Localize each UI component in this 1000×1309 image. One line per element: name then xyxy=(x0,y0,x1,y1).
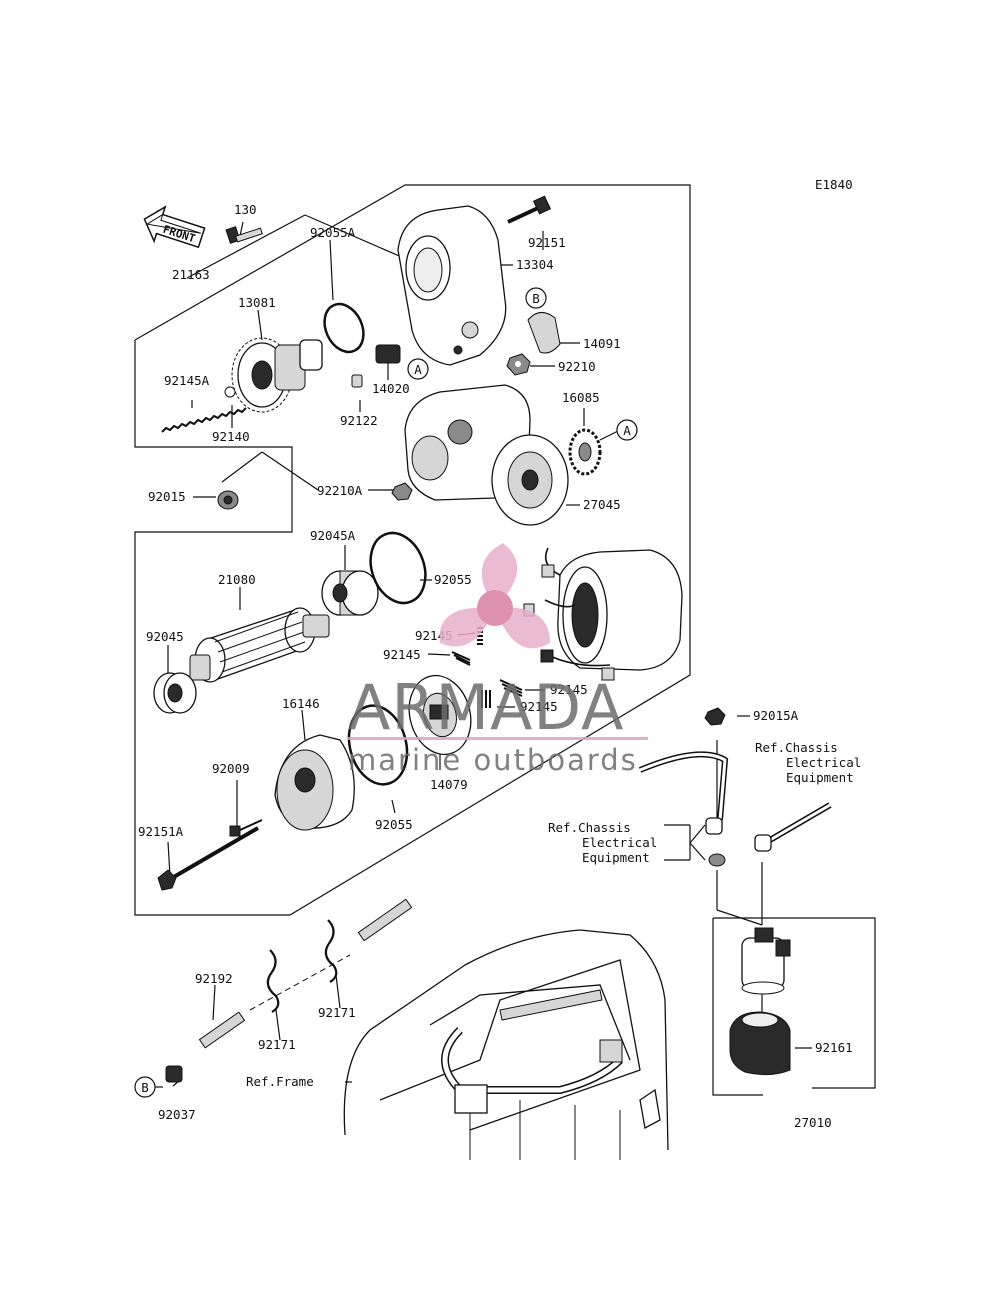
callout: 92210 xyxy=(558,359,596,374)
callout: 16146 xyxy=(282,696,320,711)
callout: 92009 xyxy=(212,761,250,776)
callout: 13304 xyxy=(516,257,554,272)
callout: 92045 xyxy=(146,629,184,644)
tube-92192 xyxy=(198,898,413,1049)
bolt-130 xyxy=(225,226,263,244)
diagram-code: E1840 xyxy=(815,177,853,192)
callout: 14020 xyxy=(372,381,410,396)
watermark-logo: ARMADA marine outboards xyxy=(348,543,648,777)
pin-92122 xyxy=(351,374,363,388)
front-arrow-icon: FRONT xyxy=(143,205,206,249)
callout: 92151A xyxy=(138,824,184,839)
screw-92009 xyxy=(229,819,263,837)
svg-text:Equipment: Equipment xyxy=(786,770,854,785)
callout: 92015A xyxy=(753,708,799,723)
collar-92015 xyxy=(217,490,239,510)
callout: 14079 xyxy=(430,777,468,792)
front-housing-13304 xyxy=(397,205,507,366)
armature-21080 xyxy=(189,607,330,683)
assembly-frame-lines xyxy=(134,184,876,1096)
callout: 92145 xyxy=(383,647,421,662)
ref-note-right: Ref.Chassis Electrical Equipment xyxy=(755,740,861,785)
callout: 92015 xyxy=(148,489,186,504)
callout: 92122 xyxy=(340,413,378,428)
bolt-92151A xyxy=(157,826,260,891)
brush-holder-14079 xyxy=(408,674,472,756)
vehicle-frame xyxy=(343,929,669,1160)
callout: 92210A xyxy=(317,483,363,498)
callout: 27010 xyxy=(794,1115,832,1130)
ball-92140 xyxy=(224,386,236,398)
cap-14091 xyxy=(527,312,561,354)
gear-housing-27045 xyxy=(404,384,569,526)
cable-right xyxy=(754,802,832,852)
callout: 92145A xyxy=(164,373,210,388)
svg-text:A: A xyxy=(623,423,631,438)
callout: 92145 xyxy=(520,699,558,714)
callout: 92055 xyxy=(375,817,413,832)
part-callouts: E1840 130 21163 92055A 92151 13304 14091… xyxy=(138,177,853,1130)
marker-A-left: A xyxy=(407,358,429,380)
bearing-92045 xyxy=(153,672,197,714)
callout: 13081 xyxy=(238,295,276,310)
callout: 14091 xyxy=(583,336,621,351)
callout: 92145 xyxy=(550,682,588,697)
callout: 16085 xyxy=(562,390,600,405)
nut-92015A xyxy=(704,707,726,726)
gear-16085 xyxy=(568,428,602,476)
callout: 92151 xyxy=(528,235,566,250)
callout: 92055 xyxy=(434,572,472,587)
callout: 92140 xyxy=(212,429,250,444)
spring-92145A xyxy=(161,407,247,433)
clamps-92171 xyxy=(249,919,351,1013)
svg-text:Ref.Chassis: Ref.Chassis xyxy=(548,820,631,835)
callout: Ref.Frame xyxy=(246,1074,314,1089)
svg-text:B: B xyxy=(532,291,540,306)
marker-A-right: A xyxy=(616,419,638,441)
pinion-gear-13081 xyxy=(231,337,323,413)
callout: 21163 xyxy=(172,267,210,282)
cable-left xyxy=(638,751,729,867)
marker-B-top: B xyxy=(525,287,547,309)
relay-27010 xyxy=(741,927,791,995)
watermark-subtitle: marine outboards xyxy=(348,743,638,777)
bolt-92151 xyxy=(507,195,552,224)
nut-92210A xyxy=(391,482,413,501)
callout: 92037 xyxy=(158,1107,196,1122)
callout: 92171 xyxy=(318,1005,356,1020)
svg-text:Ref.Chassis: Ref.Chassis xyxy=(755,740,838,755)
callout: 92192 xyxy=(195,971,233,986)
propeller-logo-icon xyxy=(439,543,550,649)
ref-note-left: Ref.Chassis Electrical Equipment xyxy=(548,820,657,865)
callout: 92161 xyxy=(815,1040,853,1055)
yoke-assembly xyxy=(523,547,683,681)
bearing-92045A xyxy=(321,570,379,616)
relay-cover-92161 xyxy=(729,1011,791,1076)
marker-B-bottom: B xyxy=(134,1076,156,1098)
callout: 92055A xyxy=(310,225,356,240)
callout: 27045 xyxy=(583,497,621,512)
nut-92210 xyxy=(506,353,531,376)
leader-lines xyxy=(155,214,812,1088)
svg-text:B: B xyxy=(141,1080,149,1095)
o-ring-92055-upper xyxy=(369,531,427,605)
callout: 92045A xyxy=(310,528,356,543)
svg-text:Electrical: Electrical xyxy=(582,835,657,850)
callout: 92171 xyxy=(258,1037,296,1052)
callout: 130 xyxy=(234,202,257,217)
o-ring-92055A xyxy=(323,302,365,354)
callout: 21080 xyxy=(218,572,256,587)
watermark-title: ARMADA xyxy=(348,671,624,744)
svg-text:Equipment: Equipment xyxy=(582,850,650,865)
cap-14020 xyxy=(375,344,401,364)
svg-text:Electrical: Electrical xyxy=(786,755,861,770)
svg-text:A: A xyxy=(414,362,422,377)
clip-92037 xyxy=(165,1065,183,1083)
end-cover-16146 xyxy=(274,734,355,831)
